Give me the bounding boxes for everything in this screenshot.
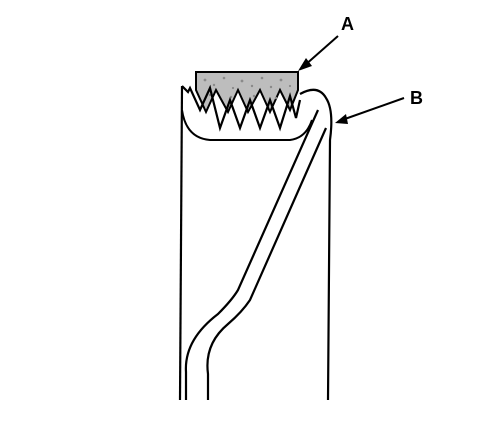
pulley-left-wall	[178, 85, 184, 401]
callout-a-leader	[303, 35, 339, 67]
callout-b-arrowhead	[335, 114, 348, 124]
pulley-right-wall	[299, 88, 333, 401]
callout-a-arrowhead	[298, 58, 312, 71]
pulley-web-inner	[206, 127, 328, 400]
callout-b: B	[335, 88, 423, 124]
callout-b-leader	[341, 97, 405, 121]
pulley-web-outer	[184, 109, 320, 400]
belt-block	[195, 71, 299, 115]
callout-a-label: A	[341, 14, 354, 34]
pulley-rim-inner	[181, 109, 313, 141]
ribbed-belt	[195, 71, 299, 115]
pulley-groove-profile	[181, 84, 302, 132]
callout-b-label: B	[410, 88, 423, 108]
callout-a: A	[298, 14, 354, 71]
belt-texture	[203, 76, 292, 100]
